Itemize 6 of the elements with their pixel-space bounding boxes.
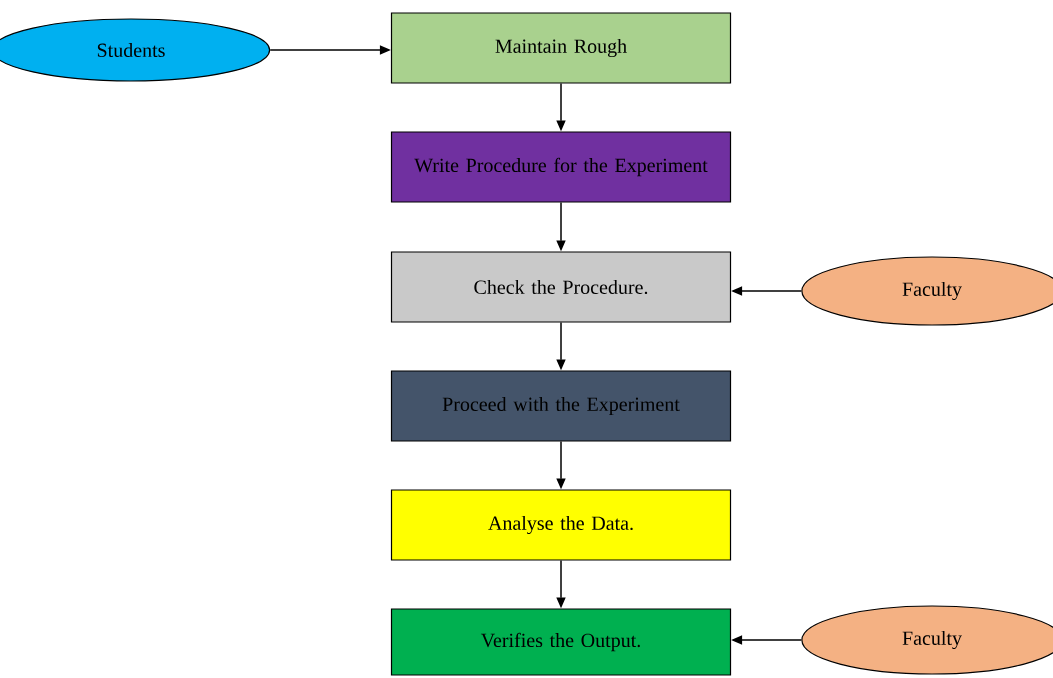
process-box: Analyse the Data.: [390, 489, 732, 561]
process-box: Maintain Rough: [390, 12, 732, 84]
process-box: Proceed with the Experiment: [390, 370, 732, 442]
process-box: Check the Procedure.: [390, 251, 732, 323]
process-box: Verifies the Output.: [390, 608, 732, 676]
process-box: Write Procedure for the Experiment: [390, 131, 732, 203]
